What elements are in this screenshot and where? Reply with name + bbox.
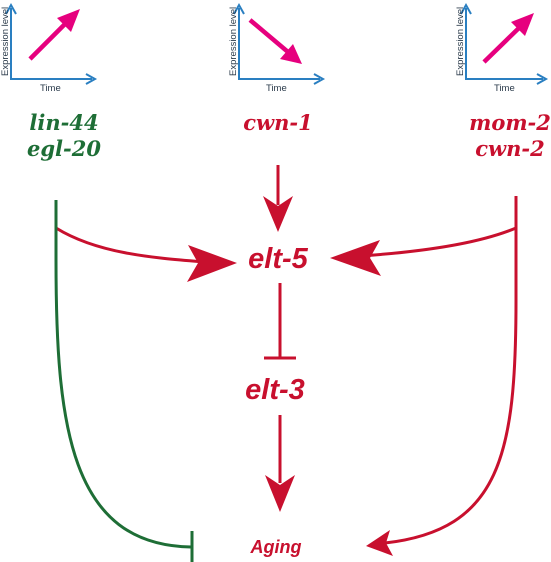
node-elt-3: elt-3 (245, 374, 305, 406)
node-elt-5: elt-5 (248, 243, 309, 275)
plot-x-axis-arrowhead (313, 73, 326, 85)
plot-y-label: Expression level (455, 7, 466, 76)
gene-label-egl-20: egl-20 (27, 136, 101, 161)
inhibition-curve (54, 230, 192, 549)
activation-arrow-shaft (384, 232, 518, 545)
trend-arrow-up-head (57, 9, 80, 32)
expression-plot-center: Time Expression level (228, 2, 326, 94)
trend-arrow-down-shaft (248, 18, 290, 54)
gene-label-cwn-1: cwn-1 (243, 110, 312, 135)
plot-x-axis-arrowhead (85, 73, 98, 85)
activation-arrowhead (330, 240, 381, 276)
trend-arrow-up-shaft (28, 20, 69, 61)
node-aging: Aging (250, 537, 302, 557)
plot-x-label: Time (494, 83, 515, 94)
edge-mom-2-cwn-2-to-aging (366, 232, 518, 556)
plot-y-label: Expression level (228, 7, 239, 76)
activation-arrow-shaft (359, 226, 517, 258)
edge-lin-44-egl-20-to-elt-5 (55, 226, 237, 282)
edge-elt-3-to-aging (265, 415, 295, 512)
gene-label-cwn-2: cwn-2 (475, 136, 544, 161)
plot-y-axis-arrowhead (5, 2, 17, 15)
expression-plot-left: Time Expression level (0, 2, 98, 94)
edge-mom-2-cwn-2-to-elt-5 (330, 196, 518, 276)
activation-arrowhead (187, 245, 237, 282)
plot-x-label: Time (40, 83, 61, 94)
edge-elt-5-inhibits-elt-3 (264, 283, 296, 360)
plot-x-label: Time (266, 83, 287, 94)
activation-arrowhead (263, 196, 293, 232)
activation-arrowhead (265, 475, 295, 512)
gene-label-mom-2: mom-2 (469, 110, 551, 135)
gene-label-lin-44: lin-44 (29, 110, 98, 135)
expression-plot-right: Time Expression level (455, 2, 549, 94)
trend-arrow-up-head (511, 13, 534, 36)
edge-cwn-1-to-elt-5 (263, 165, 293, 232)
plot-y-label: Expression level (0, 7, 11, 76)
trend-arrow-down-head (280, 44, 302, 64)
edge-lin-44-egl-20-inhibits-aging (54, 200, 194, 562)
plot-y-axis-arrowhead (233, 2, 245, 15)
plot-x-axis-arrowhead (536, 73, 549, 85)
plot-y-axis-arrowhead (460, 2, 472, 15)
activation-arrow-shaft (55, 226, 206, 264)
trend-arrow-up-shaft (482, 24, 523, 64)
activation-arrowhead (366, 530, 393, 556)
